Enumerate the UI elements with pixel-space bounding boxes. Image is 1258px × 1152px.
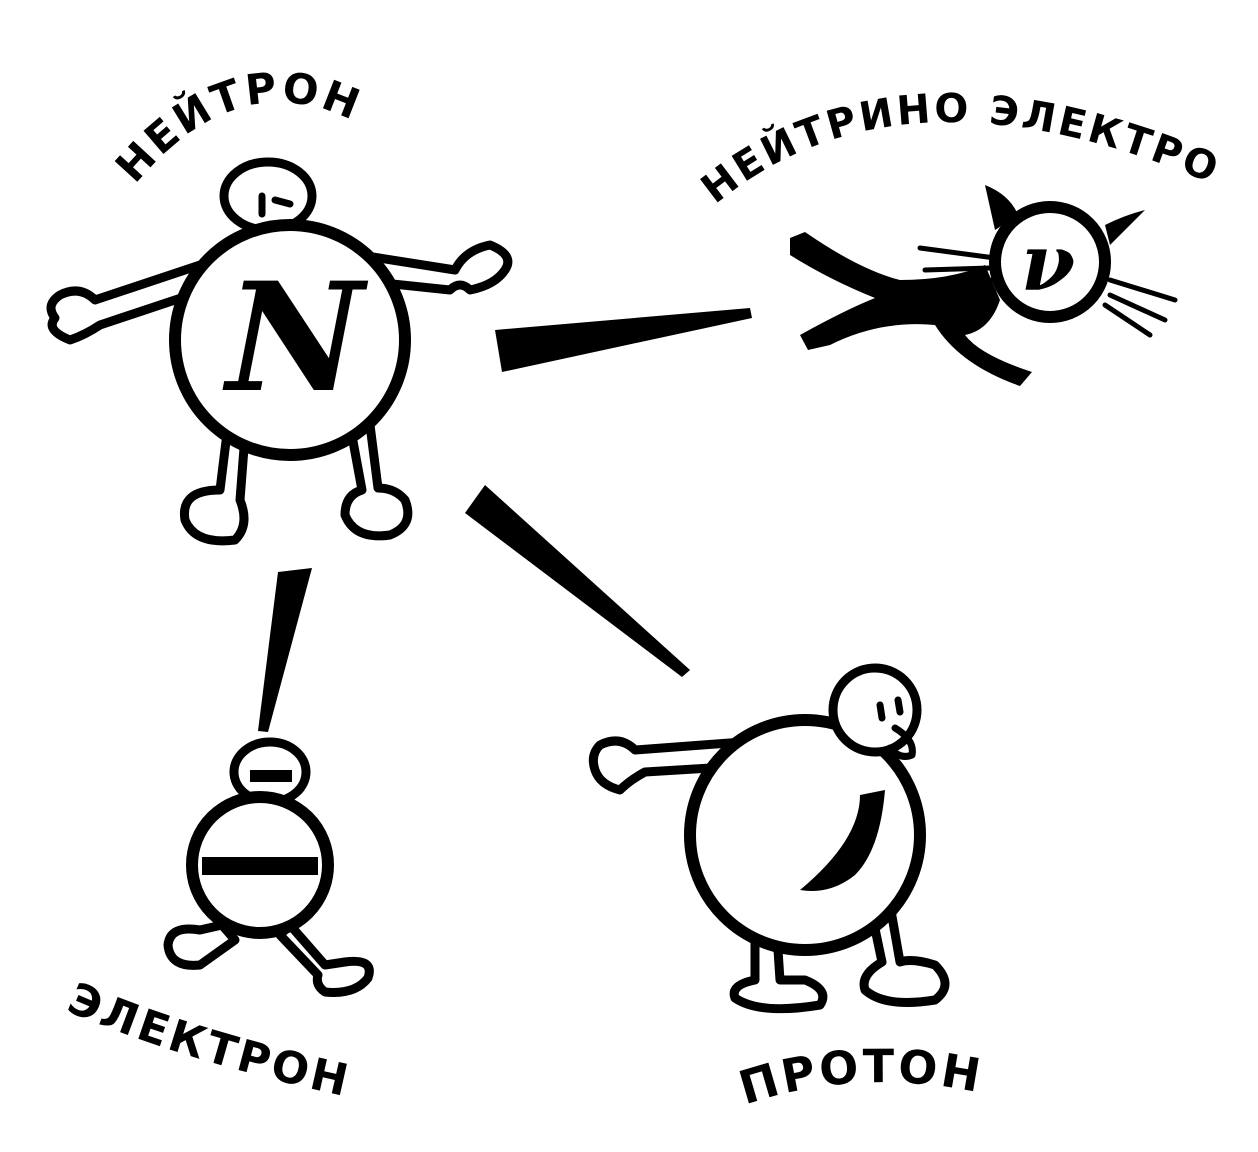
neutron-symbol: N	[222, 250, 368, 426]
neutron-face	[258, 192, 294, 218]
label-electron-text: ЭЛЕКТРОН	[61, 973, 353, 1107]
wedge-to-proton	[465, 485, 690, 677]
label-proton-text: ПРОТОН	[733, 1039, 985, 1115]
proton-face	[876, 696, 916, 760]
neutron-left-arm	[46, 260, 210, 345]
neutron-right-leg	[340, 420, 413, 541]
label-electron: ЭЛЕКТРОН	[61, 973, 356, 1107]
neutrino-symbol: ν	[1021, 218, 1075, 309]
electron-character	[163, 737, 374, 997]
neutron-left-leg	[179, 420, 250, 546]
neutrino-character: ν	[790, 185, 1178, 386]
electron-minus-sign	[202, 857, 318, 875]
neutrino-head	[989, 201, 1111, 323]
label-proton: ПРОТОН	[733, 1039, 988, 1115]
proton-symbol	[800, 790, 885, 891]
electron-right-leg	[275, 920, 374, 997]
wedge-to-neutrino	[495, 308, 752, 372]
electron-face	[250, 770, 292, 782]
proton-body	[684, 714, 926, 956]
neutrino-right-ear	[1105, 210, 1145, 245]
neutrino-whiskers	[917, 245, 1178, 338]
proton-character	[588, 663, 950, 1014]
neutrino-left-ear	[985, 185, 1018, 230]
wedge-to-electron	[258, 568, 312, 732]
neutron-body	[169, 219, 411, 461]
neutron-character: N	[46, 157, 513, 546]
proton-right-leg	[859, 900, 950, 1007]
electron-left-leg	[163, 920, 240, 970]
